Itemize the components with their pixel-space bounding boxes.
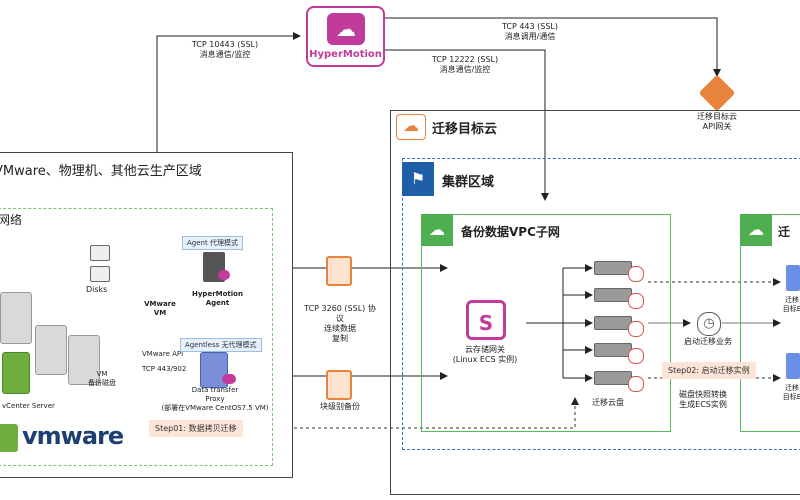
hypermotion-logo[interactable]: ☁ HyperMotion: [306, 6, 385, 67]
server-stack-icon: [68, 335, 100, 385]
document-lock-icon: [326, 370, 352, 400]
backup-vpc-title: 备份数据VPC子网: [461, 225, 560, 239]
cluster-region: [402, 158, 800, 450]
cloud-icon: ☁: [396, 114, 426, 140]
storage-gateway-icon[interactable]: S: [466, 300, 506, 340]
cloud-disk-icon: [594, 261, 632, 275]
agent-mode-tag: Agent 代理模式: [182, 236, 243, 250]
cloud-disk-icon: [594, 316, 632, 330]
agentless-mode-tag: Agentless 无代理模式: [180, 338, 262, 352]
disk-icon: [90, 245, 110, 261]
label-tcp10443: TCP 10443 (SSL)消息通信/监控: [191, 40, 259, 59]
vmware-logo-icon: [0, 424, 18, 452]
agent-badge-icon: [218, 270, 230, 280]
target-instance-label-b: 迁移目标E: [782, 384, 800, 401]
tcp3260-label: TCP 3260 (SSL) 协议连续数据复制: [304, 304, 376, 343]
cloud-sync-icon: ☁: [327, 13, 365, 45]
start-migration-label: 启动迁移业务: [684, 337, 732, 346]
source-network-title: 网络: [0, 213, 23, 227]
ecs-instance-icon: [786, 353, 800, 379]
clock-badge-icon: [628, 348, 644, 364]
document-lock-icon: [326, 256, 352, 286]
clock-badge-icon: [628, 376, 644, 392]
cloud-disk-icon: [594, 343, 632, 357]
other-vpc-title: 迁: [778, 225, 791, 239]
vmware-api-label: VMware API: [142, 350, 184, 358]
target-instance-label-a: 迁移目标E: [782, 296, 800, 313]
step02-badge: Step02: 启动迁移实例: [662, 362, 756, 379]
ecs-instance-icon: [786, 265, 800, 291]
cluster-flag-icon: ⚑: [402, 162, 434, 196]
line-tcp10443: [156, 32, 301, 152]
clock-badge-icon: [628, 321, 644, 337]
hypermotion-label: HyperMotion: [309, 49, 382, 60]
clock-icon: ◷: [697, 312, 721, 336]
target-cloud-region: [390, 110, 800, 495]
clock-badge-icon: [628, 266, 644, 282]
vcenter-icon: [2, 352, 30, 394]
label-tcp443: TCP 443 (SSL)消息调用/通信: [501, 22, 559, 41]
step01-badge: Step01: 数据拷贝迁移: [149, 420, 243, 437]
line-tcp12222: [385, 49, 549, 201]
source-region-title: VMware、物理机、其他云生产区域: [0, 164, 202, 179]
server-stack-icon: [0, 292, 32, 344]
clock-badge-icon: [628, 293, 644, 309]
vpc-cloud-icon: ☁: [421, 214, 453, 246]
label-tcp12222: TCP 12222 (SSL)消息通信/监控: [431, 55, 499, 74]
vmware-logo-text: vmware: [22, 422, 124, 450]
server-stack-icon: [35, 325, 67, 375]
vcenter-label: vCenter Server: [2, 402, 55, 410]
disks-label: Disks: [86, 285, 108, 294]
target-cloud-title: 迁移目标云: [432, 122, 498, 137]
line-tcp443: [385, 17, 721, 77]
cloud-disk-icon: [594, 288, 632, 302]
source-network: [0, 208, 273, 466]
disk-icon: [90, 266, 110, 282]
proxy-badge-icon: [222, 374, 236, 384]
backup-vpc: [421, 214, 671, 432]
snapshot-label: 磁盘快照转换生成ECS实例: [679, 390, 727, 409]
block-backup-label: 块级别备份: [320, 402, 360, 411]
migration-disk-label: 迁移云盘: [592, 398, 624, 407]
cloud-disk-icon: [594, 371, 632, 385]
storage-gateway-label: 云存储网关(Linux ECS 实例): [452, 345, 518, 364]
vpc-cloud-icon: ☁: [740, 214, 772, 246]
cluster-title: 集群区域: [442, 175, 495, 190]
source-region: [0, 152, 293, 478]
tcp-443-902-label: TCP 443/902: [142, 365, 187, 373]
